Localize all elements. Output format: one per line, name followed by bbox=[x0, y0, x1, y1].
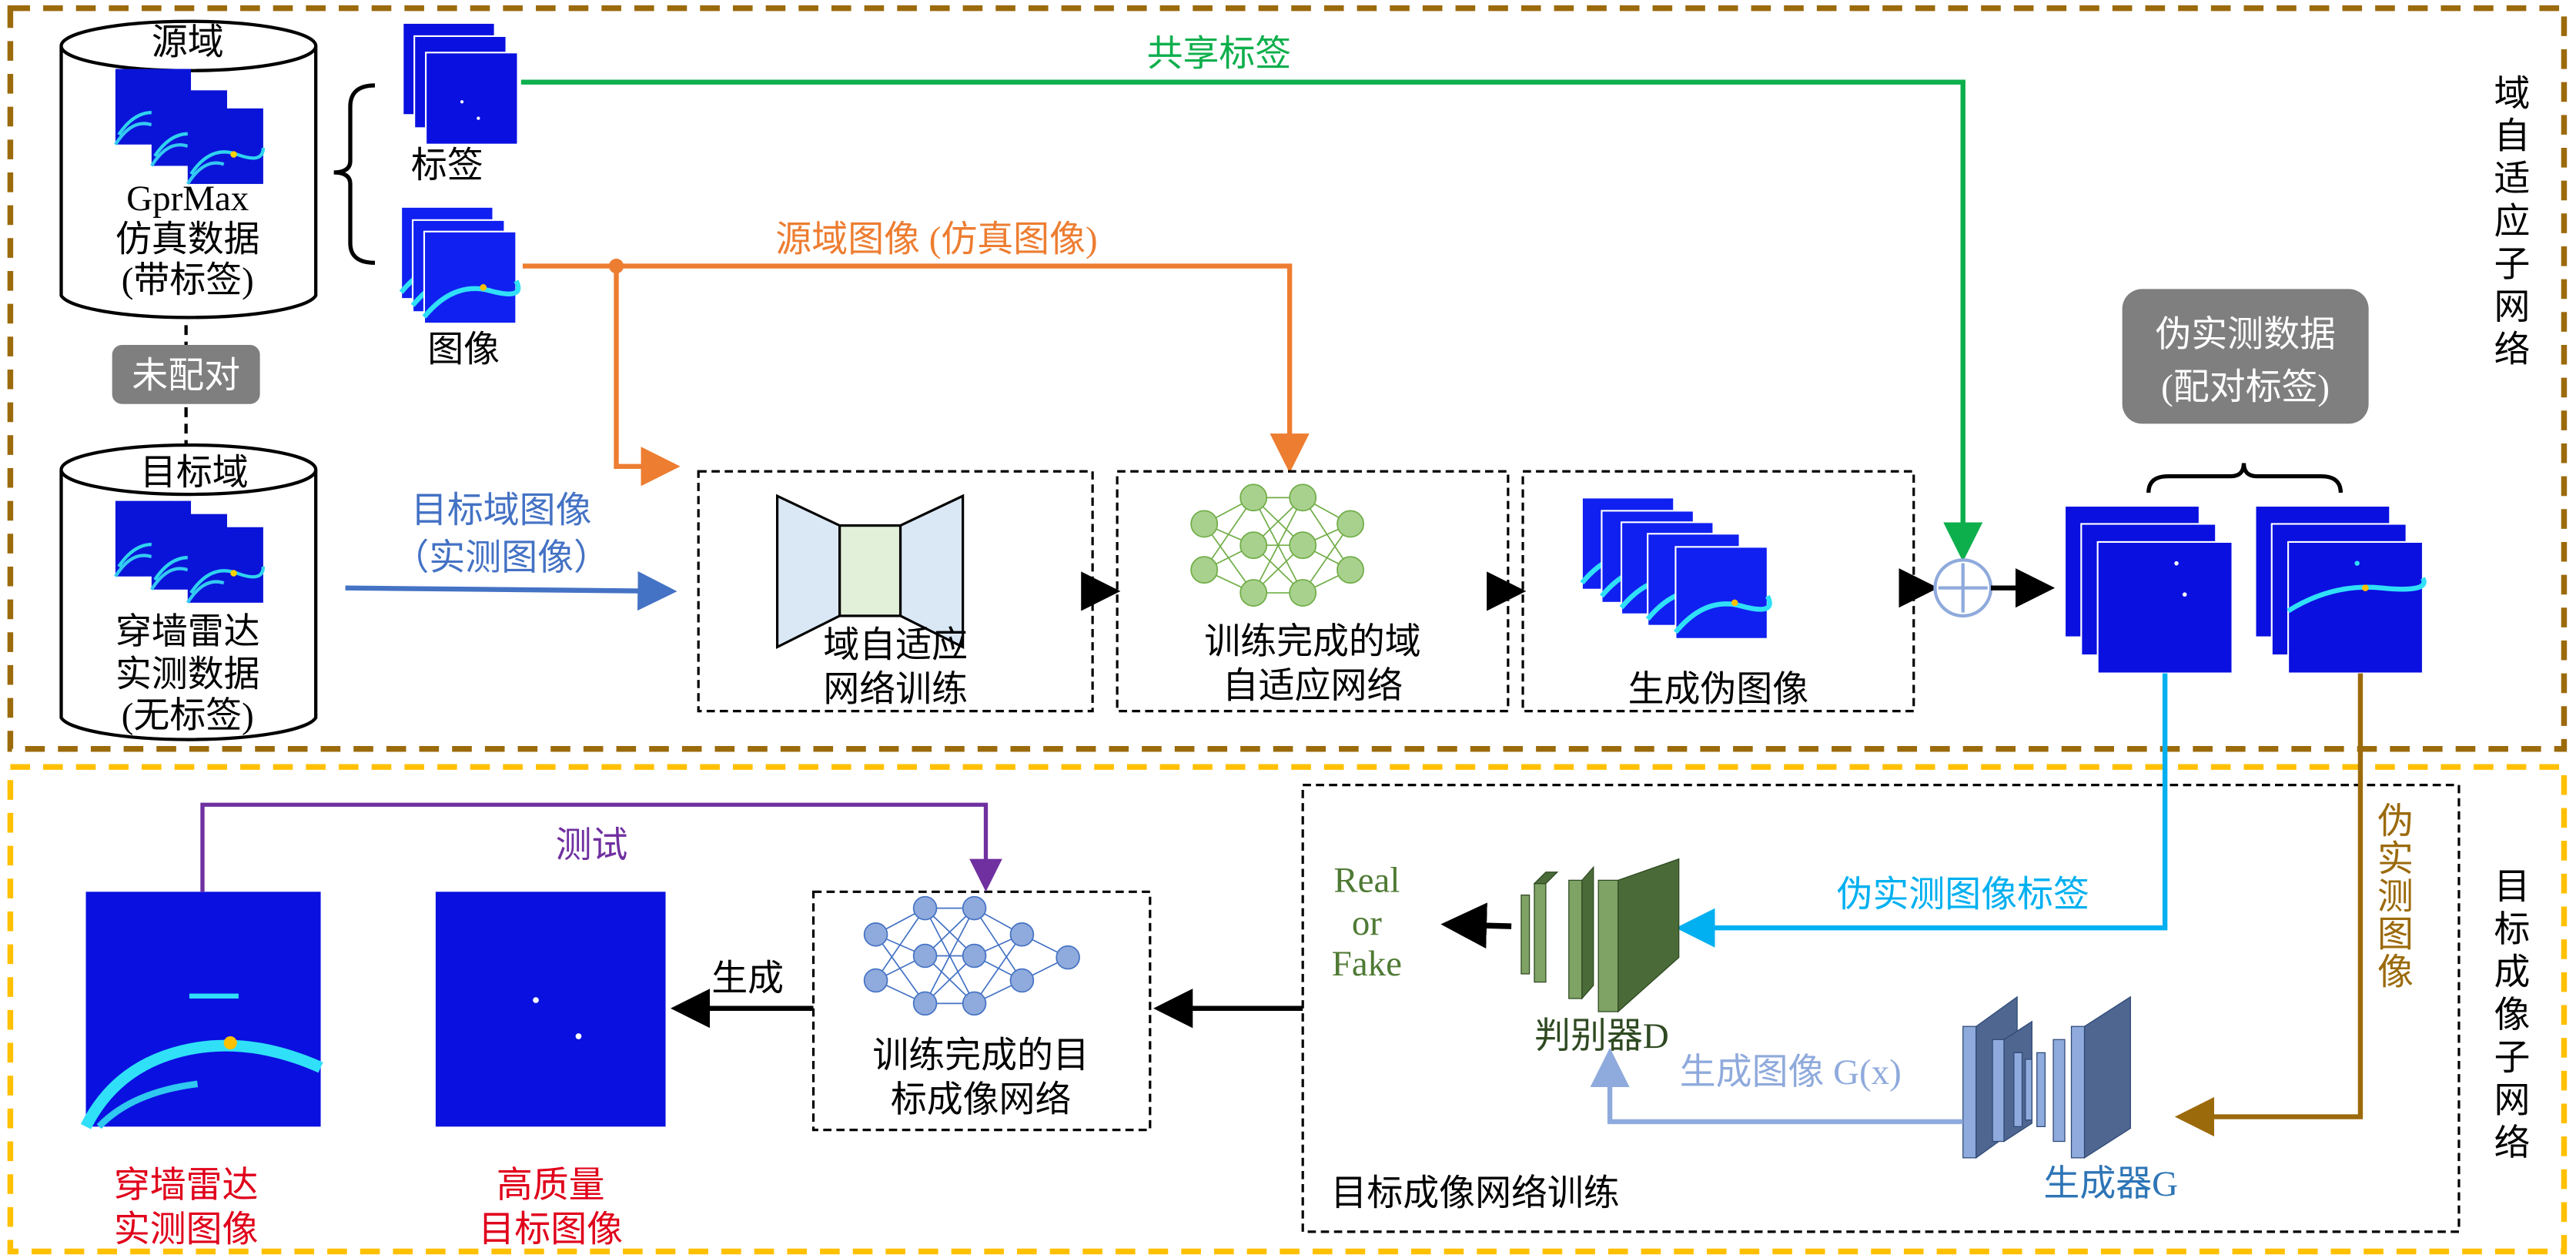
test-arrow bbox=[200, 802, 1002, 892]
output-image-caption: 目标图像 bbox=[478, 1210, 623, 1250]
generator-icon bbox=[1962, 995, 2131, 1159]
neural-network-blue-icon bbox=[863, 895, 1080, 1016]
pseudo-data-text: 伪实测数据 bbox=[2155, 315, 2336, 355]
source-image-arrow bbox=[522, 263, 1310, 473]
input-image-caption: 穿墙雷达 bbox=[114, 1166, 259, 1206]
imaging-training-text: 目标成像网络训练 bbox=[1330, 1174, 1619, 1214]
unpaired-badge bbox=[112, 344, 260, 404]
real-or-fake-text: Fake bbox=[1332, 944, 1402, 984]
shared-label-text: 共享标签 bbox=[1147, 34, 1292, 74]
pseudo-label-stack bbox=[2063, 504, 2233, 674]
pseudo-image-arrow bbox=[2174, 673, 2364, 1137]
source-db-line: GprMax bbox=[126, 179, 249, 219]
source-domain-cylinder: 源域 GprMax 仿真数据 (带标签) bbox=[59, 19, 318, 320]
discriminator-text: 判别器D bbox=[1534, 1016, 1669, 1056]
generated-image-text: 生成图像 G(x) bbox=[1680, 1052, 1902, 1092]
target-domain-title: 目标域 bbox=[140, 453, 249, 493]
brace-icon bbox=[333, 83, 376, 265]
target-db-line: 实测数据 bbox=[115, 655, 260, 695]
generate-pseudo-text: 生成伪图像 bbox=[1628, 670, 1809, 710]
shared-label-arrow bbox=[520, 79, 1983, 562]
pseudo-label-arrow bbox=[1675, 673, 2168, 948]
target-image-text: 目标域图像 bbox=[411, 490, 592, 530]
imaging-training-box bbox=[1301, 784, 2461, 1233]
label-stack-caption: 标签 bbox=[411, 146, 483, 186]
brace-icon bbox=[2146, 463, 2343, 493]
source-image-text: 源域图像 (仿真图像) bbox=[775, 219, 1097, 259]
trained-imaging-network-text: 训练完成的目 bbox=[872, 1036, 1089, 1076]
source-domain-title: 源域 bbox=[152, 22, 224, 62]
trained-domain-network-text: 自适应网络 bbox=[1223, 667, 1403, 707]
target-db-line: 穿墙雷达 bbox=[115, 612, 260, 652]
output-image-caption: 高质量 bbox=[497, 1166, 605, 1206]
generator-text: 生成器G bbox=[2043, 1164, 2178, 1204]
source-radar-image bbox=[188, 109, 263, 184]
pseudo-data-text: (配对标签) bbox=[2161, 367, 2330, 407]
real-or-fake-text: or bbox=[1352, 903, 1382, 943]
branch-dot bbox=[608, 258, 624, 274]
pseudo-image bbox=[1675, 547, 1769, 638]
test-text: 测试 bbox=[556, 826, 628, 866]
domain-training-text: 域自适应 bbox=[823, 625, 968, 665]
input-image-caption: 实测图像 bbox=[114, 1210, 259, 1250]
target-image-arrow bbox=[345, 570, 677, 611]
trained-domain-network-text: 训练完成的域 bbox=[1204, 622, 1420, 662]
source-image-branch-arrow bbox=[614, 266, 681, 487]
real-or-fake-text: Real bbox=[1333, 860, 1400, 900]
imaging-subnet-frame bbox=[7, 764, 2568, 1255]
domain-subnet-title: 域自适应子网络 bbox=[2488, 74, 2529, 373]
target-radar-image bbox=[188, 527, 263, 603]
pseudo-image-stack bbox=[2254, 504, 2427, 674]
source-db-line: (带标签) bbox=[122, 261, 254, 301]
discriminator-output-arrow bbox=[1440, 902, 1512, 949]
neural-network-green-icon bbox=[1190, 483, 1364, 607]
source-db-line: 仿真数据 bbox=[115, 219, 260, 259]
domain-training-text: 网络训练 bbox=[823, 670, 968, 710]
pseudo-label-text: 伪实测图像标签 bbox=[1837, 875, 2089, 915]
image-stack-image bbox=[424, 232, 518, 323]
target-image-subtext: （实测图像） bbox=[393, 538, 609, 578]
input-radar-image bbox=[80, 892, 323, 1129]
target-domain-cylinder: 目标域 穿墙雷达 实测数据 (无标签) bbox=[59, 443, 318, 741]
label-stack-image bbox=[425, 52, 519, 146]
generate-text: 生成 bbox=[711, 959, 784, 999]
pseudo-data-badge bbox=[2122, 289, 2369, 424]
encoder-decoder-icon bbox=[775, 493, 965, 650]
combine-plus-icon bbox=[1933, 558, 1993, 618]
generated-image-arrow bbox=[1590, 1047, 1963, 1125]
image-stack-caption: 图像 bbox=[427, 330, 500, 370]
imaging-subnet-title: 目标成像子网络 bbox=[2488, 867, 2529, 1166]
domain-adaptation-subnet-frame bbox=[7, 5, 2568, 752]
target-db-line: (无标签) bbox=[122, 696, 254, 736]
output-target-image bbox=[435, 892, 666, 1127]
discriminator-icon bbox=[1521, 858, 1680, 1013]
pseudo-image-text: 伪实测图像 bbox=[2371, 801, 2412, 990]
unpaired-text: 未配对 bbox=[132, 356, 240, 396]
trained-imaging-network-text: 标成像网络 bbox=[891, 1080, 1072, 1120]
